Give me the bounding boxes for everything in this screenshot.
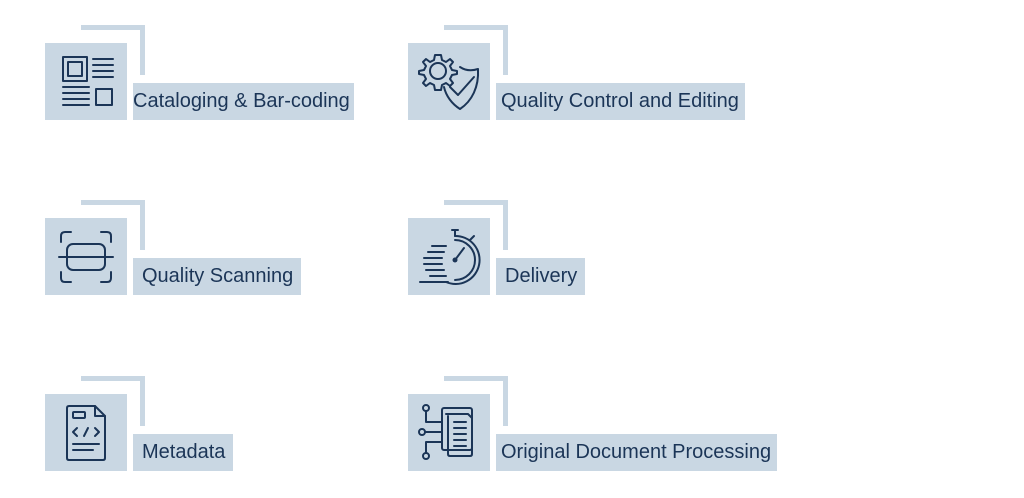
service-label: Metadata bbox=[133, 434, 234, 471]
stopwatch-speed-icon bbox=[419, 228, 481, 285]
gear-shield-check-icon bbox=[418, 53, 480, 110]
card-bracket-decoration bbox=[444, 376, 508, 426]
scan-frame-icon bbox=[58, 230, 114, 283]
document-circuit-icon bbox=[418, 403, 473, 460]
service-card-delivery: Delivery bbox=[408, 200, 608, 300]
card-bracket-decoration bbox=[444, 25, 508, 75]
service-card-quality-control: Quality Control and Editing bbox=[408, 25, 758, 125]
card-bracket-decoration bbox=[81, 200, 145, 250]
card-bracket-decoration bbox=[81, 25, 145, 75]
service-card-cataloging: Cataloging & Bar-coding bbox=[45, 25, 375, 125]
icon-tile bbox=[408, 218, 490, 295]
service-card-quality-scanning: Quality Scanning bbox=[45, 200, 315, 300]
card-bracket-decoration bbox=[444, 200, 508, 250]
service-card-original-document: Original Document Processing bbox=[408, 376, 798, 476]
icon-tile bbox=[45, 218, 127, 295]
service-card-metadata: Metadata bbox=[45, 376, 255, 476]
icon-tile bbox=[45, 394, 127, 471]
code-document-icon bbox=[66, 404, 106, 461]
service-label: Cataloging & Bar-coding bbox=[133, 83, 354, 120]
service-label: Original Document Processing bbox=[496, 434, 778, 471]
service-label: Quality Scanning bbox=[133, 258, 302, 295]
icon-tile bbox=[45, 43, 127, 120]
icon-tile bbox=[408, 43, 490, 120]
service-label: Delivery bbox=[496, 258, 586, 295]
catalog-barcode-icon bbox=[62, 55, 114, 106]
service-label: Quality Control and Editing bbox=[496, 83, 745, 120]
icon-tile bbox=[408, 394, 490, 471]
card-bracket-decoration bbox=[81, 376, 145, 426]
